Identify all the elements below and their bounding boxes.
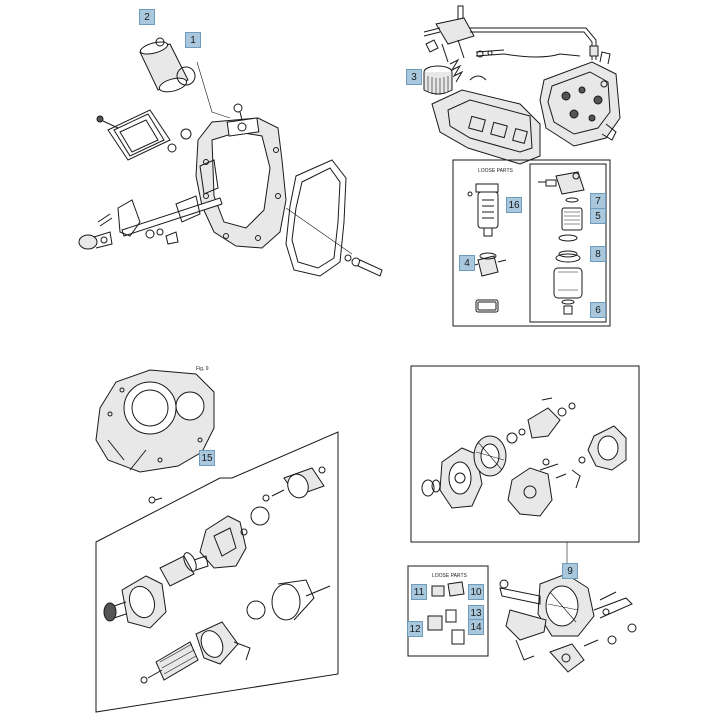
starter-group: Fig. 9 [95, 366, 339, 713]
starter-frame [95, 431, 339, 713]
shift-shaft-part [97, 195, 223, 245]
alt-stator-part [473, 435, 507, 477]
callout-14[interactable]: 14 [468, 619, 484, 635]
alternator-assembly-part [499, 573, 637, 673]
cover-part [246, 600, 266, 620]
field-frame-part [195, 621, 251, 665]
front-housing-part [103, 575, 167, 629]
connector-part [427, 615, 443, 631]
o-ring-part [176, 66, 196, 86]
callout-9[interactable]: 9 [562, 563, 578, 579]
callout-2[interactable]: 2 [139, 9, 155, 25]
callout-10[interactable]: 10 [468, 584, 484, 600]
rear-gasket-part [285, 159, 353, 277]
alt-loose-parts-label: LOOSE PARTS [432, 573, 467, 579]
filter-head-part [538, 171, 585, 195]
fuel-pump-group [423, 5, 621, 165]
main-housing-part [195, 103, 287, 249]
socket-part [451, 629, 465, 645]
fuse-part [445, 609, 457, 623]
housing-assembly-group [78, 37, 383, 277]
label-plate-part [475, 299, 499, 313]
feed-pump-part [423, 5, 475, 63]
alt-rear-housing-part [507, 458, 581, 517]
assembled-filter-part [467, 183, 499, 237]
filter-exploded-frame [529, 163, 607, 323]
spring-part [449, 58, 464, 83]
alt-rotor-part [506, 397, 576, 444]
drain-plug-part [78, 231, 113, 250]
callout-7[interactable]: 7 [590, 193, 606, 209]
alt-loose-parts-frame [407, 565, 489, 657]
injection-pump-part [431, 89, 541, 165]
long-bolt-part [344, 254, 383, 277]
filter-element-part [423, 65, 453, 95]
fig-ref-label: Fig. 9 [196, 366, 209, 372]
fuel-loose-parts-label: LOOSE PARTS [478, 168, 513, 174]
alt-front-housing-part [421, 447, 483, 509]
callout-5[interactable]: 5 [590, 208, 606, 224]
callout-8[interactable]: 8 [590, 246, 606, 262]
hose-clip-part [469, 75, 487, 81]
callout-16[interactable]: 16 [506, 197, 522, 213]
fuel-filter-panel: LOOSE PARTS [452, 159, 611, 327]
governor-housing-part [539, 51, 621, 147]
relay-part [431, 585, 445, 597]
drive-housing-part [199, 515, 248, 569]
filter-cartridge-part [561, 197, 583, 231]
callout-11[interactable]: 11 [411, 584, 427, 600]
yoke-part [271, 579, 331, 621]
callout-3[interactable]: 3 [406, 69, 422, 85]
alternator-exploded-frame [410, 365, 640, 543]
starter-bolt-part [148, 496, 156, 504]
flywheel-housing-part [95, 369, 215, 473]
armature-part [140, 641, 199, 684]
callout-15[interactable]: 15 [199, 450, 215, 466]
callout-1[interactable]: 1 [185, 32, 201, 48]
starter-o-ring-part [250, 506, 270, 526]
alternator-group: LOOSE PARTS [407, 365, 640, 673]
pinion-clutch-part [159, 552, 209, 587]
starter-solenoid-part [262, 466, 326, 502]
fuel-filter-frame [452, 159, 611, 327]
callout-6[interactable]: 6 [590, 302, 606, 318]
regulator-part [447, 581, 465, 597]
callout-4[interactable]: 4 [459, 255, 475, 271]
alt-rear-cover-part [578, 425, 627, 471]
filter-bowl-part [553, 234, 583, 315]
priming-pump-part [471, 252, 507, 277]
solenoid-part [139, 37, 189, 93]
gasket-plate-part [96, 109, 192, 161]
callout-12[interactable]: 12 [407, 621, 423, 637]
